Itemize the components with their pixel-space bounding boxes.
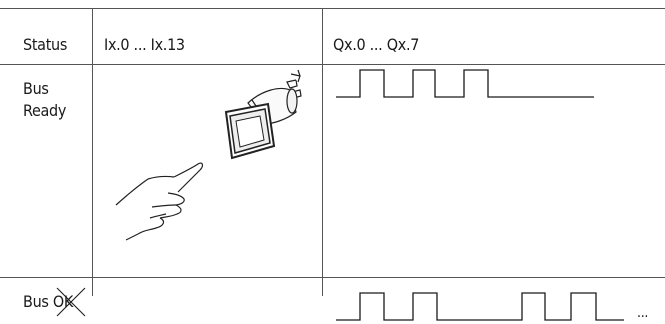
header-inputs: Ix.0 ... Ix.13 [104, 34, 185, 56]
row-label-bus-not-ok: Bus OK [23, 291, 73, 313]
waveform-bus-ready [336, 70, 594, 97]
pointing-hand-icon [116, 163, 202, 240]
row-label-bus-word: Bus [23, 292, 49, 311]
waveform-bus-not-ok [336, 293, 624, 320]
row-label-bus-ready: Bus Ready [23, 78, 83, 122]
header-status: Status [23, 34, 67, 56]
row-label-ready: Ready [23, 100, 83, 122]
row-label-struck-ok: OK [53, 291, 73, 313]
pushbutton-lamp-icon [226, 70, 301, 158]
row-label-bus: Bus [23, 78, 83, 100]
waveform-continuation: ... [637, 302, 648, 324]
header-outputs: Qx.0 ... Qx.7 [333, 34, 419, 56]
